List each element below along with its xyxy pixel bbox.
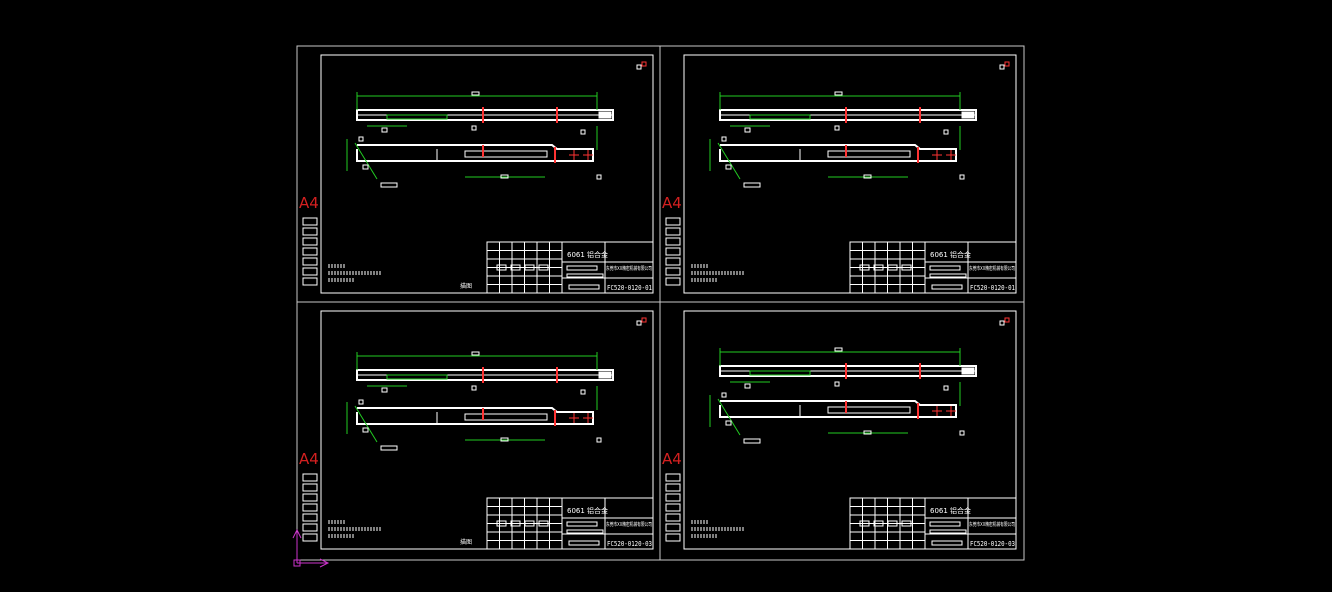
drawing-number: FC520-0120-01: [607, 284, 652, 292]
part-views: [346, 351, 614, 451]
part-views: [709, 91, 977, 188]
company-name: 东莞市XX精密机械有限公司: [969, 521, 1015, 528]
company-name: 东莞市XX精密机械有限公司: [606, 265, 652, 272]
technical-notes: [328, 264, 381, 282]
technical-notes: [691, 520, 744, 538]
sheet-size-label: A4: [662, 450, 682, 468]
drawing-number: FC520-0120-03: [607, 540, 652, 548]
material-label: 6061 铝合金: [567, 506, 608, 515]
sheet-size-label: A4: [299, 194, 319, 212]
stamp-label: 描图: [460, 538, 472, 546]
technical-notes: [328, 520, 381, 538]
company-name: 东莞市XX精密机械有限公司: [606, 521, 652, 528]
technical-notes: [691, 264, 744, 282]
ucs-axis-icon: [292, 528, 330, 568]
part-views: [709, 347, 977, 444]
material-label: 6061 铝合金: [567, 250, 608, 259]
part-views: [346, 91, 614, 188]
sheet-size-label: A4: [299, 450, 319, 468]
stamp-label: 描图: [460, 282, 472, 290]
drawing-number: FC520-0120-01: [970, 284, 1015, 292]
material-label: 6061 铝合金: [930, 250, 971, 259]
drawing-number: FC520-0120-03: [970, 540, 1015, 548]
sheet-size-label: A4: [662, 194, 682, 212]
material-label: 6061 铝合金: [930, 506, 971, 515]
company-name: 东莞市XX精密机械有限公司: [969, 265, 1015, 272]
